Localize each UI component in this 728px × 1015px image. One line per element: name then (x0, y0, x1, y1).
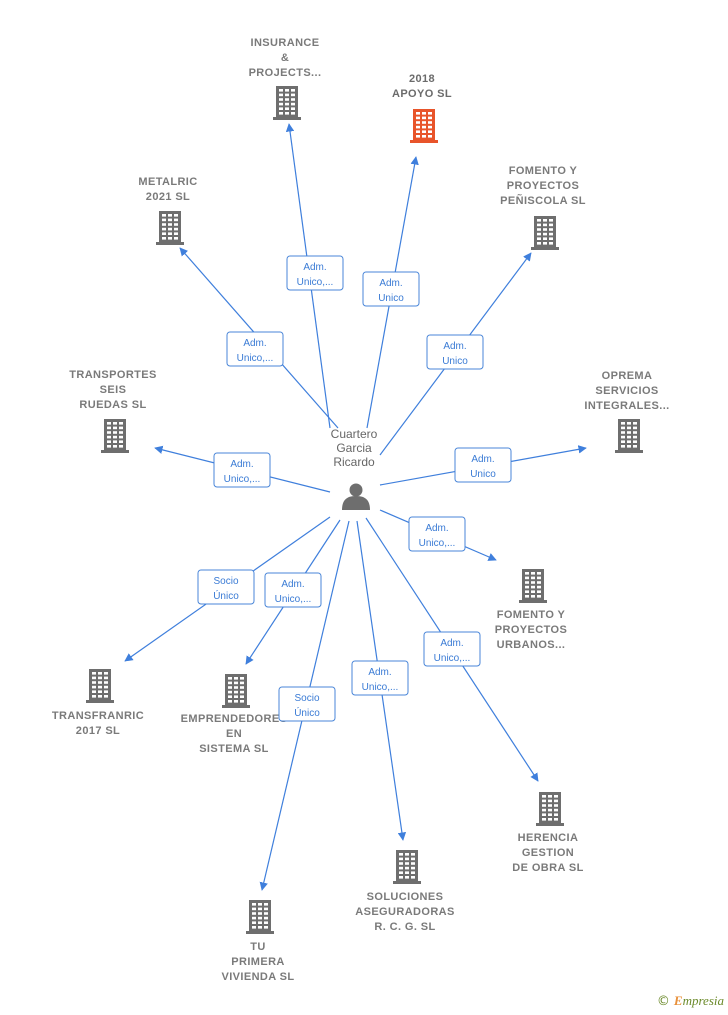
company-label-line: SISTEMA SL (199, 743, 269, 755)
role-badge-insurance[interactable]: Adm.Unico,... (286, 255, 344, 291)
company-label-line: PRIMERA (231, 956, 285, 968)
company-label-line: TRANSFRANRIC (52, 710, 144, 722)
company-label-line: EMPRENDEDORES (181, 713, 288, 725)
company-label-line: INTEGRALES... (584, 400, 669, 412)
copyright-symbol: © (656, 993, 670, 1009)
company-label-line: HERENCIA (518, 832, 579, 844)
company-label-fomento-urbanos[interactable]: FOMENTO Y PROYECTOS URBANOS... (495, 609, 567, 651)
company-label-line: FOMENTO Y (509, 165, 578, 177)
company-label-tu-primera[interactable]: TU PRIMERA VIVIENDA SL (221, 941, 294, 983)
building-icon[interactable] (615, 419, 643, 453)
role-badge-transportes[interactable]: Adm.Unico,... (213, 452, 271, 488)
company-label-transportes[interactable]: TRANSPORTES SEIS RUEDAS SL (69, 369, 157, 411)
company-label-line: SEIS (100, 384, 127, 396)
building-icon[interactable] (519, 569, 547, 603)
company-label-line: RUEDAS SL (79, 399, 146, 411)
building-icon[interactable] (101, 419, 129, 453)
company-label-line: PROJECTS... (249, 67, 322, 79)
role-badge-apoyo[interactable]: Adm.Unico (362, 271, 420, 307)
role-text: Adm.Unico,... (297, 262, 334, 288)
role-text: Adm.Unico (442, 341, 468, 367)
company-label-line: URBANOS... (497, 639, 566, 651)
building-icon[interactable] (536, 792, 564, 826)
company-label-line: ASEGURADORAS (355, 906, 455, 918)
building-icon[interactable] (393, 850, 421, 884)
role-badge-emprendedores[interactable]: Adm.Unico,... (264, 572, 322, 608)
company-label-line: FOMENTO Y (497, 609, 566, 621)
company-label-oprema[interactable]: OPREMA SERVICIOS INTEGRALES... (584, 370, 669, 412)
role-text: Adm.Unico,... (434, 638, 471, 664)
role-text: Adm.Unico (470, 454, 496, 480)
company-label-line: VIVIENDA SL (221, 971, 294, 983)
building-icon[interactable] (273, 86, 301, 120)
company-label-soluciones[interactable]: SOLUCIONES ASEGURADORAS R. C. G. SL (355, 891, 455, 933)
role-badge-metalric[interactable]: Adm.Unico,... (226, 331, 284, 367)
building-icon[interactable] (222, 674, 250, 708)
company-label-line: R. C. G. SL (374, 921, 435, 933)
footer-brand: © Empresia (657, 993, 724, 1009)
company-label-line: SOLUCIONES (367, 891, 444, 903)
role-badge-oprema[interactable]: Adm.Unico (454, 447, 512, 483)
building-icon[interactable] (410, 109, 438, 143)
company-label-line: 2018 (409, 73, 435, 85)
company-label-line: PEÑISCOLA SL (500, 194, 586, 207)
role-text: Adm.Unico,... (362, 667, 399, 693)
role-badge-fomento-urbanos[interactable]: Adm.Unico,... (408, 516, 466, 552)
role-text: Adm.Unico,... (419, 523, 456, 549)
company-label-line: & (281, 52, 289, 64)
company-label-line: PROYECTOS (495, 624, 567, 636)
building-icon[interactable] (86, 669, 114, 703)
company-label-herencia[interactable]: HERENCIA GESTION DE OBRA SL (512, 832, 583, 874)
company-label-line: GESTION (522, 847, 574, 859)
company-label-line: OPREMA (602, 370, 653, 382)
company-label-fomento-peniscola[interactable]: FOMENTO Y PROYECTOS PEÑISCOLA SL (500, 165, 586, 207)
role-badge-soluciones[interactable]: Adm.Unico,... (351, 660, 409, 696)
role-text: Adm.Unico,... (237, 338, 274, 364)
company-label-line: 2017 SL (76, 725, 120, 737)
company-label-line: INSURANCE (251, 37, 320, 49)
role-badge-fomento-peniscola[interactable]: Adm.Unico (426, 334, 484, 370)
building-icon[interactable] (531, 216, 559, 250)
person-icon[interactable] (342, 483, 370, 511)
role-text: Adm.Unico (378, 278, 404, 304)
company-label-line: EN (226, 728, 242, 740)
company-label-line: TU (250, 941, 265, 953)
company-label-line: PROYECTOS (507, 180, 579, 192)
company-label-line: DE OBRA SL (512, 862, 583, 874)
company-label-line: APOYO SL (392, 88, 452, 100)
building-icon[interactable] (246, 900, 274, 934)
company-label-line: 2021 SL (146, 191, 190, 203)
role-text: Adm.Unico,... (224, 459, 261, 485)
role-text: Adm.Unico,... (275, 579, 312, 605)
company-label-line: TRANSPORTES (69, 369, 157, 381)
company-label-transfranric[interactable]: TRANSFRANRIC 2017 SL (52, 710, 144, 737)
company-label-metalric[interactable]: METALRIC 2021 SL (138, 176, 197, 203)
company-label-line: METALRIC (138, 176, 197, 188)
company-label-emprendedores[interactable]: EMPRENDEDORES EN SISTEMA SL (181, 713, 288, 755)
company-label-line: SERVICIOS (595, 385, 658, 397)
role-badge-herencia[interactable]: Adm.Unico,... (423, 631, 481, 667)
building-icon[interactable] (156, 211, 184, 245)
brand-logo: Empresia (673, 993, 724, 1008)
company-label-insurance[interactable]: INSURANCE & PROJECTS... (249, 37, 322, 79)
roles-layer: Adm.Unico,...Adm.UnicoAdm.UnicoAdm.Unico… (197, 255, 512, 722)
